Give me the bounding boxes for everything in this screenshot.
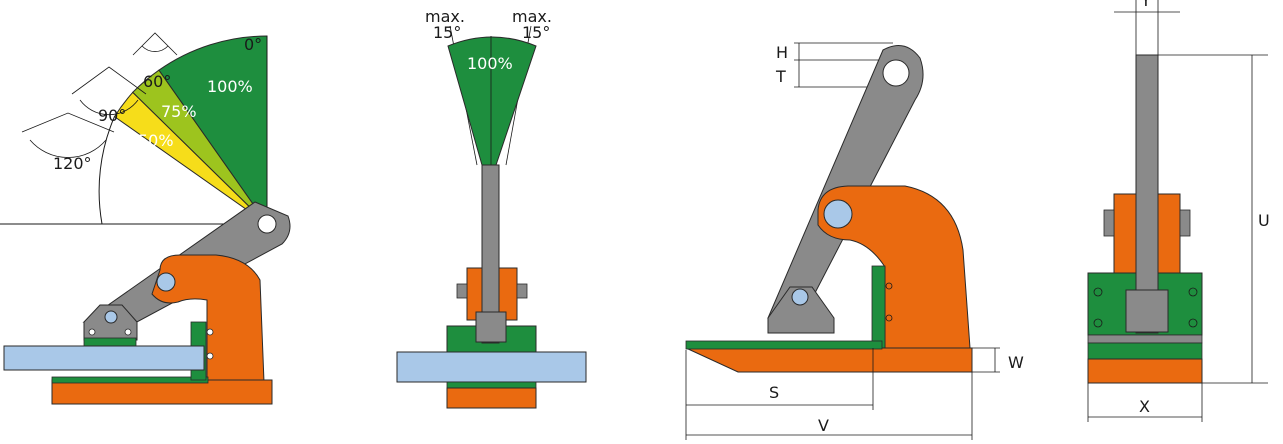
- angle-wedge-90: [71, 66, 147, 116]
- angle-wedge-60: [132, 32, 178, 56]
- arm-top-hole: [257, 214, 277, 234]
- front-clevis: [475, 311, 507, 343]
- label-h: H: [776, 43, 788, 62]
- label-deg-right: 15°: [522, 23, 550, 42]
- side-cam-block: [767, 286, 835, 334]
- label-cone-100-percent: 100%: [467, 54, 513, 73]
- sector-100-percent: [158, 35, 268, 226]
- jaw-bolt-top: [206, 328, 214, 336]
- side-cam-pivot: [791, 288, 809, 306]
- label-angle-60: 60°: [143, 72, 171, 91]
- label-max-right: max.: [512, 7, 552, 26]
- label-x: X: [1139, 397, 1150, 416]
- end-bolt-left: [1103, 209, 1115, 237]
- end-orange-base: [1087, 358, 1203, 384]
- label-100-percent: 100%: [207, 77, 253, 96]
- body-pivot: [156, 272, 176, 292]
- label-deg-left: 15°: [433, 23, 461, 42]
- side-base-green: [685, 340, 883, 350]
- label-max-left: max.: [425, 7, 465, 26]
- figure-capacity-angle: 0° 100% 75% 50% 60° 90° 120°: [0, 32, 291, 405]
- label-angle-0: 0°: [244, 35, 262, 54]
- label-y: Y: [1140, 0, 1151, 10]
- side-arm-hole: [882, 59, 910, 87]
- cam-bolt-right: [124, 328, 132, 336]
- label-v: V: [818, 416, 829, 435]
- label-50-percent: 50%: [138, 131, 174, 150]
- end-bolt-right: [1179, 209, 1191, 237]
- label-75-percent: 75%: [161, 102, 197, 121]
- outer-arc: [98, 116, 115, 225]
- front-arm: [481, 164, 500, 344]
- jaw-bolt-bottom: [206, 352, 214, 360]
- front-base-green: [446, 381, 537, 389]
- base-green-strip: [51, 376, 209, 384]
- label-t: T: [775, 67, 786, 86]
- label-u: U: [1258, 211, 1270, 230]
- side-clamp-body: [817, 185, 971, 349]
- figure-front-view: max. 15° max. 15° 100%: [396, 7, 587, 409]
- front-load-plate: [396, 351, 587, 383]
- end-clevis: [1125, 289, 1169, 333]
- label-w: W: [1008, 353, 1024, 372]
- angle-wedge-120: [21, 112, 115, 158]
- front-bolt-block-right: [516, 283, 528, 299]
- end-green-strip: [1087, 342, 1203, 360]
- load-plate: [3, 345, 205, 371]
- side-body-pivot: [823, 199, 853, 229]
- side-arm: [767, 45, 924, 319]
- figure-side-dimensions: H T W S V: [685, 42, 1024, 440]
- front-bolt-block-left: [456, 283, 468, 299]
- base-plate: [51, 379, 273, 405]
- end-arm: [1135, 54, 1159, 334]
- cam-green-pad: [83, 337, 137, 347]
- side-base-plate: [685, 347, 973, 373]
- label-angle-120: 120°: [53, 154, 92, 173]
- side-jaw-pad: [871, 265, 886, 349]
- front-base-orange: [446, 387, 537, 409]
- label-angle-90: 90°: [98, 106, 126, 125]
- label-s: S: [769, 383, 779, 402]
- end-grey-strip: [1087, 334, 1203, 344]
- swing-cone-100-percent: [447, 36, 537, 166]
- figure-end-view: Y U X: [1087, 0, 1270, 422]
- cam-pivot: [104, 310, 118, 324]
- sector-50-percent: [113, 91, 268, 225]
- cam-bolt-left: [88, 328, 96, 336]
